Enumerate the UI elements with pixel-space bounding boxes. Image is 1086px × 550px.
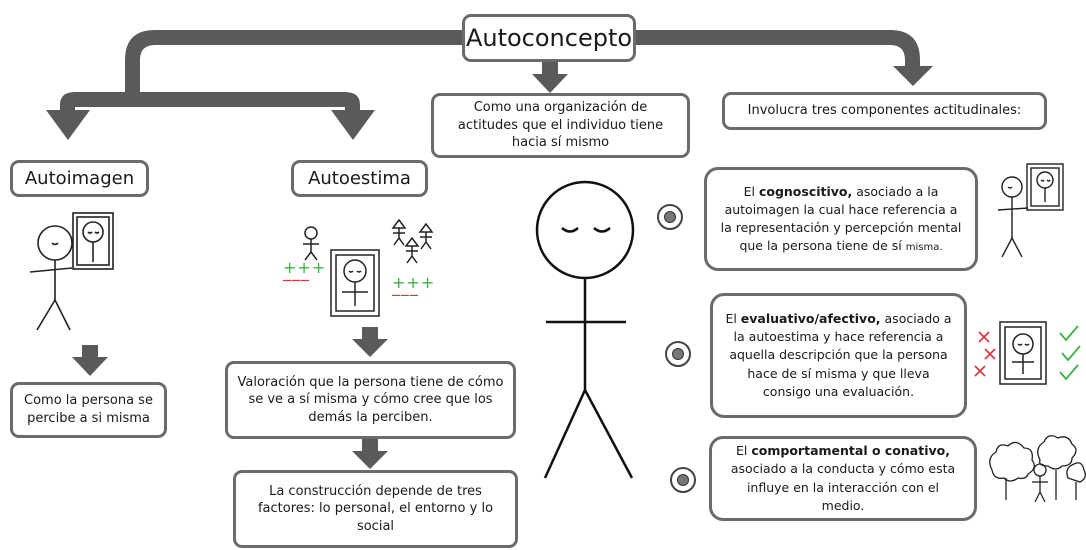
autoimagen-title: Autoimagen	[24, 168, 135, 189]
root-title: Autoconcepto	[465, 24, 633, 52]
autoimagen-description: Como la persona se percibe a si misma	[24, 393, 153, 426]
minus-signs-right: ___	[392, 277, 419, 296]
cognoscitivo-name: cognoscitivo,	[758, 183, 853, 199]
components-intro-box: Involucra tres componentes actitudinales…	[722, 92, 1047, 130]
down-arrow-autoestima	[352, 339, 388, 357]
cognoscitivo-box: El cognoscitivo, asociado a la autoimage…	[704, 167, 978, 271]
root-autoconcepto: Autoconcepto	[462, 14, 636, 62]
evaluativo-pre: El	[725, 311, 741, 327]
connector-right-arrow	[636, 30, 920, 68]
connector-left-arrow	[125, 30, 462, 100]
comportamental-name: comportamental o conativo,	[751, 443, 950, 459]
cognoscitivo-pre: El	[743, 183, 759, 199]
evaluativo-name: evaluativo/afectivo,	[740, 311, 881, 327]
autoestima-factors-box: La construcción depende de tres factores…	[233, 470, 518, 548]
cognoscitivo-tail: misma.	[905, 241, 943, 253]
autoestima-description: Valoración que la persona tiene de cómo …	[237, 374, 504, 425]
components-intro-text: Involucra tres componentes actitudinales…	[747, 103, 1022, 119]
stick-figure-icon	[535, 180, 635, 479]
plus-signs-left: +++	[283, 258, 327, 277]
plus-signs-right: +++	[392, 273, 436, 292]
autoestima-title: Autoestima	[308, 168, 411, 189]
autoestima-description-box: Valoración que la persona tiene de cómo …	[225, 361, 516, 439]
autoestima-illustration	[303, 218, 434, 317]
autoimagen-description-box: Como la persona se percibe a si misma	[10, 382, 167, 438]
tree-icon	[989, 435, 1086, 503]
definition-text: Como una organización de actitudes que e…	[457, 100, 664, 151]
cognoscitivo-bullet	[657, 204, 683, 230]
down-arrow-definition	[532, 74, 568, 93]
comportamental-box: El comportamental o conativo, asociado a…	[709, 436, 977, 521]
evaluativo-illustration	[999, 321, 1047, 385]
autoestima-box: Autoestima	[291, 160, 428, 197]
connector-right-arrowhead	[893, 66, 933, 86]
cognoscitivo-illustration	[997, 163, 1064, 258]
check-icon	[1059, 325, 1081, 381]
comportamental-bullet	[670, 467, 696, 493]
comportamental-text: asociado a la conducta y cómo esta influ…	[730, 461, 956, 513]
autoestima-factors: La construcción depende de tres factores…	[257, 483, 494, 534]
branch-bar	[60, 92, 360, 112]
definition-box: Como una organización de actitudes que e…	[431, 93, 690, 158]
down-arrow-autoimagen	[72, 357, 108, 376]
evaluativo-bullet	[665, 341, 691, 367]
autoimagen-illustration	[29, 212, 114, 331]
comportamental-pre: El	[736, 443, 752, 459]
evaluativo-text: asociado a la autoestima y hace referenc…	[729, 311, 952, 399]
cognoscitivo-text: asociado a la autoimagen la cual hace re…	[720, 183, 962, 253]
evaluativo-box: El evaluativo/afectivo, asociado a la au…	[710, 293, 967, 418]
branch-right-arrowhead	[331, 110, 375, 140]
down-arrow-factors	[352, 451, 388, 469]
autoimagen-box: Autoimagen	[10, 160, 149, 197]
cross-icon	[974, 331, 996, 377]
minus-signs-left: ___	[283, 262, 310, 281]
branch-left-arrowhead	[46, 110, 90, 140]
